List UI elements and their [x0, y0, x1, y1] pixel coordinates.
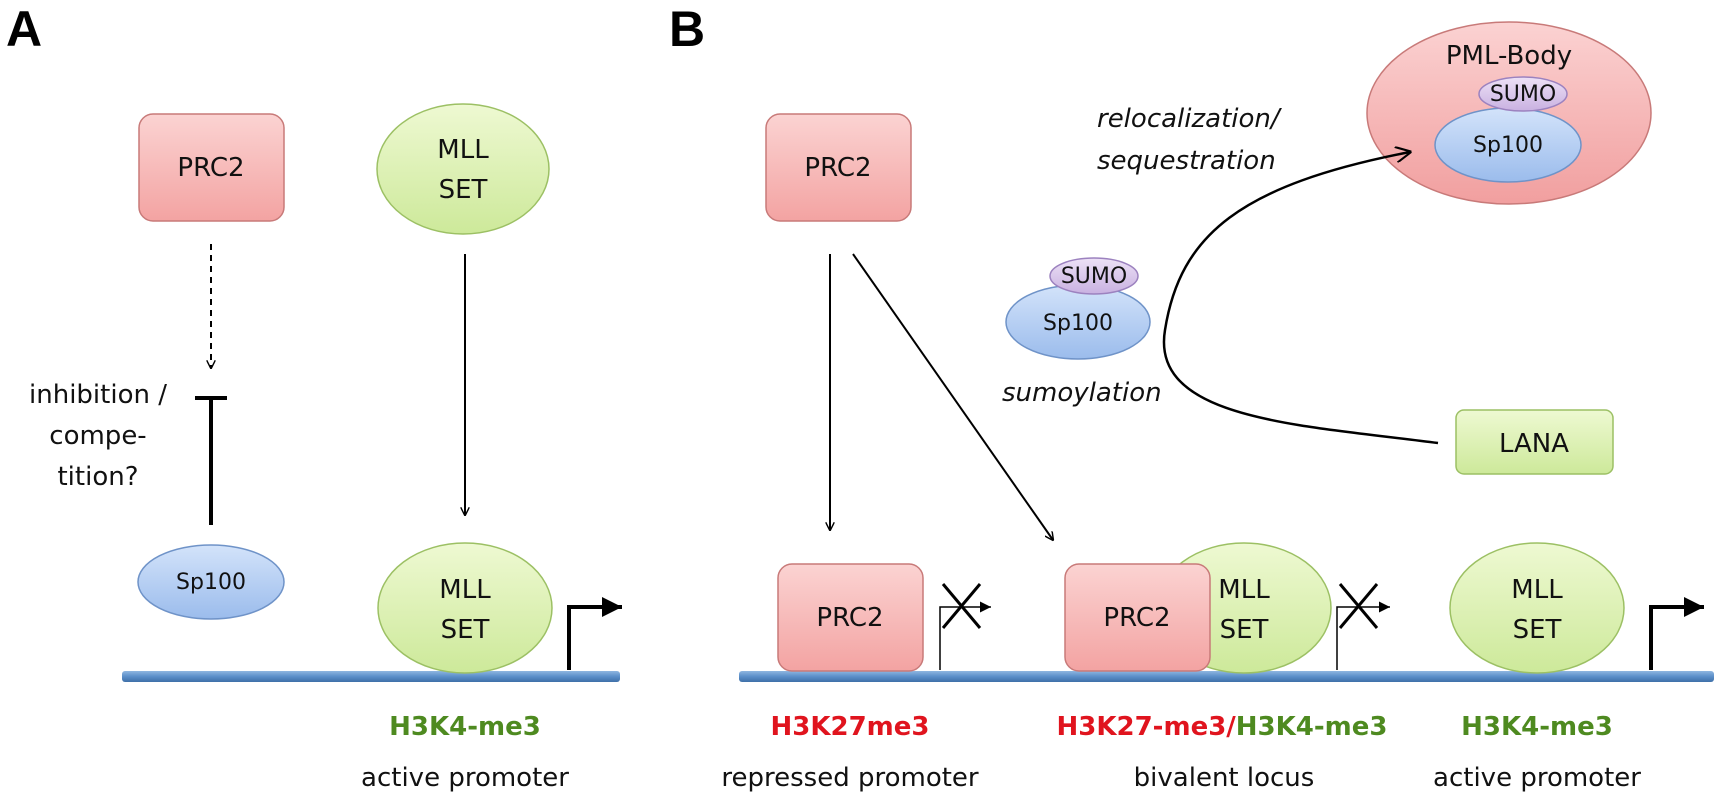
panel-b-prc2-label: PRC2: [804, 153, 871, 183]
panel-b-prc2-arrow-diagonal: [852, 253, 1053, 540]
repressed-promoter-arrow: [939, 601, 991, 670]
lana-label: LANA: [1499, 429, 1569, 459]
bivalent-mark-red: H3K27-me3/: [1057, 712, 1237, 742]
bivalent-prc2-label: PRC2: [1103, 603, 1170, 633]
panel-a-sp100-label: Sp100: [176, 570, 246, 595]
panel-a-mll-dna-line1: MLL: [439, 575, 491, 605]
bivalent-caption: bivalent locus: [1134, 763, 1315, 793]
free-sumo-ellipse: [1049, 257, 1139, 295]
panel-a-mark: H3K4-me3: [389, 712, 541, 742]
panel-a-inhibition-text-3: tition?: [57, 462, 138, 492]
active-caption: active promoter: [1433, 763, 1641, 793]
active-mll-line2: SET: [1513, 615, 1562, 645]
panel-a-mll-top-line2: SET: [439, 175, 488, 205]
pml-body-label: PML-Body: [1446, 41, 1572, 71]
panel-a-prc2-box: [138, 113, 285, 222]
active-mark: H3K4-me3: [1461, 712, 1613, 742]
bivalent-mll-line1: MLL: [1218, 575, 1270, 605]
panel-a-prc2-label: PRC2: [177, 153, 244, 183]
panel-a-dna: [122, 671, 620, 682]
panel-a-promoter-arrow: [567, 597, 622, 670]
panel-a-mll-dna-line2: SET: [441, 615, 490, 645]
panel-b-letter: B: [669, 1, 705, 57]
repressed-prc2-box: [777, 563, 924, 672]
active-mll-ellipse: [1449, 542, 1625, 674]
relocalization-text-2: sequestration: [1097, 146, 1276, 176]
panel-a-sp100-ellipse: [137, 544, 285, 620]
repressed-caption: repressed promoter: [721, 763, 979, 793]
pml-sumo-ellipse: [1478, 76, 1568, 112]
sumoylation-text: sumoylation: [1002, 378, 1162, 408]
active-promoter-arrow: [1649, 597, 1704, 670]
bivalent-mark-green: H3K4-me3: [1236, 712, 1388, 742]
active-mll-line1: MLL: [1511, 575, 1563, 605]
panel-a-mll-top-ellipse: [376, 103, 550, 235]
bivalent-mark: H3K27-me3/H3K4-me3: [1057, 712, 1388, 742]
panel-a-letter: A: [6, 1, 42, 57]
repressed-cross-2: [941, 583, 982, 629]
free-sumo-label: SUMO: [1061, 264, 1127, 289]
relocalization-text-1: relocalization/: [1097, 104, 1283, 134]
panel-a-inhibition-text-1: inhibition /: [29, 380, 167, 410]
panel-a-mll-dna-ellipse: [377, 542, 553, 674]
panel-a-inhibition-text-2: compe-: [49, 421, 146, 451]
bivalent-prc2-box: [1064, 563, 1211, 672]
panel-a-caption: active promoter: [361, 763, 569, 793]
panel-a-mll-top-line1: MLL: [437, 135, 489, 165]
repressed-mark: H3K27me3: [771, 712, 930, 742]
free-sp100-label: Sp100: [1043, 311, 1113, 336]
bivalent-mll-line2: SET: [1220, 615, 1269, 645]
bivalent-cross-2: [1338, 583, 1379, 629]
panel-b-dna: [739, 671, 1714, 682]
pml-sumo-label: SUMO: [1490, 82, 1556, 107]
repressed-prc2-label: PRC2: [816, 603, 883, 633]
relocalization-curve-arrow: [1162, 152, 1439, 445]
pml-sp100-label: Sp100: [1473, 133, 1543, 158]
lana-box: [1455, 409, 1614, 475]
panel-b-prc2-box: [765, 113, 912, 222]
bivalent-promoter-arrow: [1336, 601, 1390, 670]
